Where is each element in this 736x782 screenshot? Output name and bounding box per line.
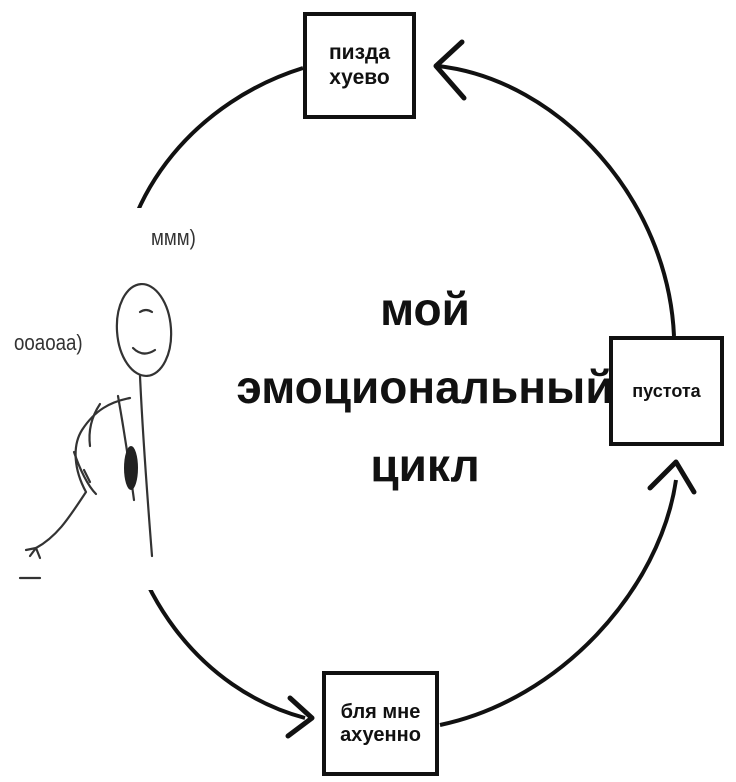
arm-upper-line xyxy=(88,402,102,448)
node-bottom-line-2: ахуенно xyxy=(340,723,421,746)
comic-speech-mmm: ммм) xyxy=(151,225,196,250)
stick-figure-smile xyxy=(131,346,157,355)
stick-figure-body xyxy=(138,374,154,558)
arc-bottom-to-right xyxy=(439,479,678,727)
stick-figure-head xyxy=(115,282,173,378)
node-bottom-box: бля мне ахуенно xyxy=(322,671,439,776)
node-top-line-2: хуево xyxy=(329,65,390,89)
comic-speech-ooaoaa: ооаоаа) xyxy=(14,330,83,355)
node-top-line-1: пизда xyxy=(328,41,391,65)
arrowhead-top xyxy=(433,39,467,101)
center-title-line-3: цикл xyxy=(370,439,480,491)
node-top-box: пизда хуево xyxy=(303,12,416,119)
comic-overlay-panel xyxy=(0,208,232,590)
center-title-line-2: эмоциональный xyxy=(236,361,614,413)
stick-figure-arm xyxy=(34,396,132,550)
arc-right-to-top xyxy=(437,64,676,337)
center-title: мой эмоциональный цикл xyxy=(230,270,620,504)
arm-detail xyxy=(72,450,98,496)
second-figure-body xyxy=(116,394,136,502)
center-title-line-1: мой xyxy=(380,283,470,335)
stick-figure-eye xyxy=(138,308,154,314)
arrowhead-right xyxy=(647,459,697,495)
node-right-box: пустота xyxy=(609,336,724,446)
stick-figure-hand xyxy=(18,546,42,580)
node-bottom-line-1: бля мне xyxy=(340,700,421,723)
arrowhead-bottom xyxy=(285,695,315,739)
chest-shadow xyxy=(124,446,138,490)
node-right-line-1: пустота xyxy=(632,380,701,401)
